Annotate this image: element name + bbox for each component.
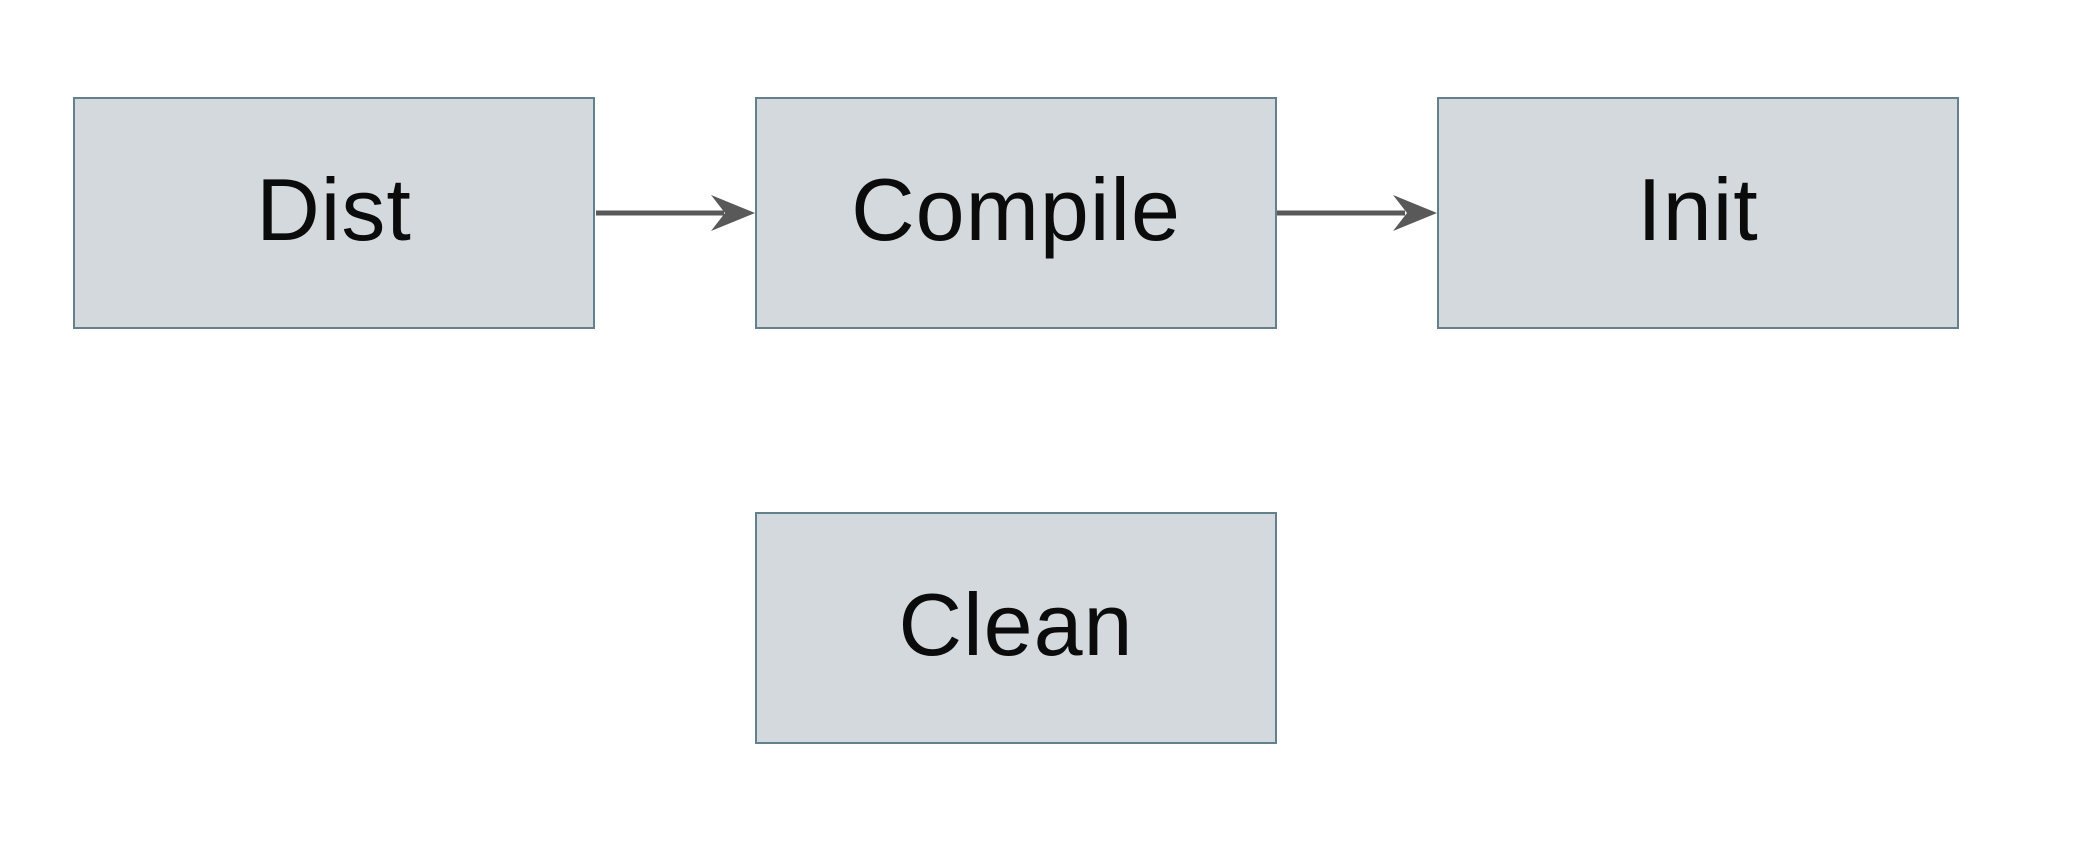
arrow-dist-to-compile <box>596 195 755 231</box>
node-init: Init <box>1437 97 1959 329</box>
node-init-label: Init <box>1637 160 1759 259</box>
node-dist-label: Dist <box>256 160 412 259</box>
node-compile-label: Compile <box>851 160 1181 259</box>
node-clean: Clean <box>755 512 1277 744</box>
node-compile: Compile <box>755 97 1277 329</box>
node-dist: Dist <box>73 97 595 329</box>
arrow-compile-to-init <box>1277 195 1437 231</box>
node-clean-label: Clean <box>898 575 1134 674</box>
